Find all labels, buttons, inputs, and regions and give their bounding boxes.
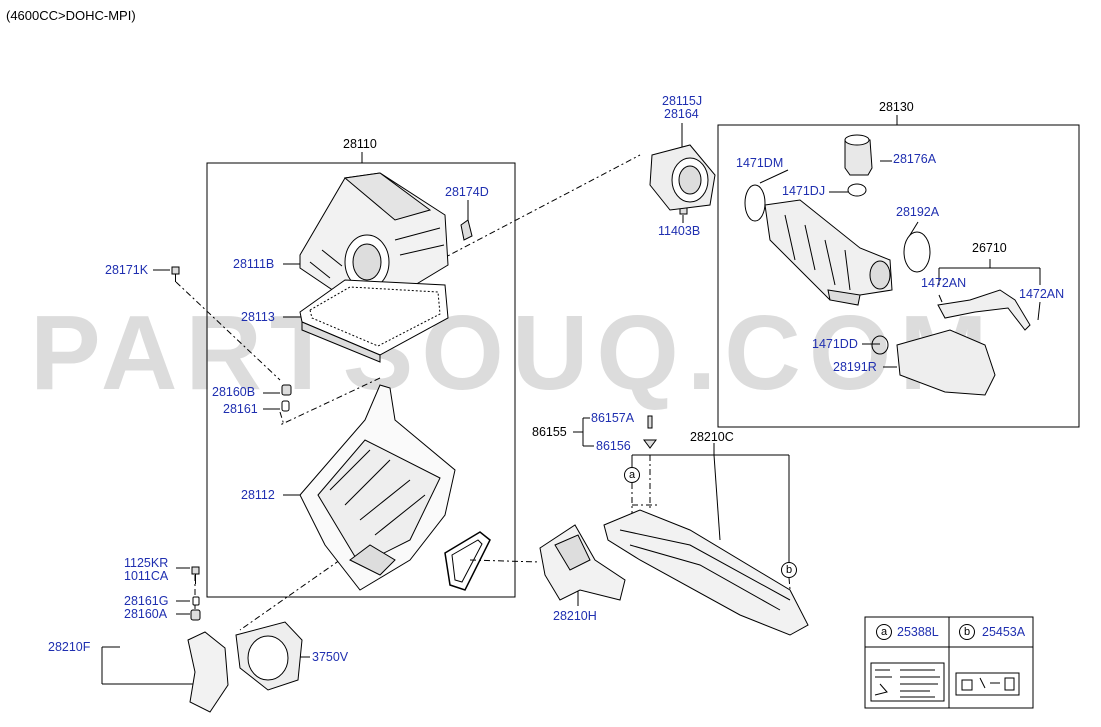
part-label-28174D[interactable]: 28174D [445,185,489,199]
part-label-28192A[interactable]: 28192A [896,205,940,219]
legend-callout-b: b [959,624,975,640]
part-label-1471DD[interactable]: 1471DD [812,337,858,351]
part-label-28130: 28130 [879,100,914,114]
part-label-1471DJ[interactable]: 1471DJ [782,184,826,198]
legend-icons [870,662,1020,702]
engine-spec-header: (4600CC>DOHC-MPI) [6,8,136,23]
part-label-28160A[interactable]: 28160A [124,607,168,621]
part-label-28164[interactable]: 28164 [664,107,699,121]
air-cleaner-body-drawing [299,384,456,591]
part-label-3750V[interactable]: 3750V [312,650,349,664]
part-label-11403B[interactable]: 11403B [658,224,701,238]
part-label-28113[interactable]: 28113 [241,310,275,324]
air-cleaner-cover-drawing [299,172,449,301]
part-label-86155: 86155 [532,425,567,439]
part-label-28171K[interactable]: 28171K [105,263,149,277]
part-label-1472AN-left[interactable]: 1472AN [921,276,967,290]
legend-part-25453A[interactable]: 25453A [982,625,1026,639]
legend-part-25388L[interactable]: 25388L [897,625,939,639]
air-filter-element-drawing [299,279,449,363]
part-label-28176A[interactable]: 28176A [893,152,937,166]
part-label-86156[interactable]: 86156 [596,439,631,453]
part-label-28210C: 28210C [690,430,734,444]
part-label-26710: 26710 [972,241,1007,255]
part-label-86157A[interactable]: 86157A [591,411,635,425]
assembly-frame-28130 [717,124,1080,428]
part-label-28191R[interactable]: 28191R [833,360,877,374]
air-flow-sensor-drawing [649,144,716,211]
part-label-28115J[interactable]: 28115J [662,94,703,108]
legend-callout-a: a [876,624,892,640]
intake-duct-drawing [744,134,1031,396]
assembly-frame-28110 [206,162,516,598]
part-label-28111B[interactable]: 28111B [233,257,275,271]
part-label-28110: 28110 [343,137,377,151]
part-label-1011CA[interactable]: 1011CA [124,569,169,583]
lower-duct-drawing [187,509,809,713]
part-label-28210H[interactable]: 28210H [553,609,597,623]
part-label-28210F[interactable]: 28210F [48,640,91,654]
part-label-28161G[interactable]: 28161G [124,594,169,608]
part-label-28112[interactable]: 28112 [241,488,275,502]
seal-gasket-drawing [444,531,491,591]
part-label-1471DM[interactable]: 1471DM [736,156,784,170]
watermark: PARTSOUQ.COM [30,294,996,412]
part-label-28160B[interactable]: 28160B [212,385,256,399]
part-label-1472AN-right[interactable]: 1472AN [1019,287,1065,301]
callout-a: a [624,467,640,483]
callout-b: b [781,562,797,578]
part-label-1125KR[interactable]: 1125KR [124,556,169,570]
part-label-28161[interactable]: 28161 [223,402,258,416]
